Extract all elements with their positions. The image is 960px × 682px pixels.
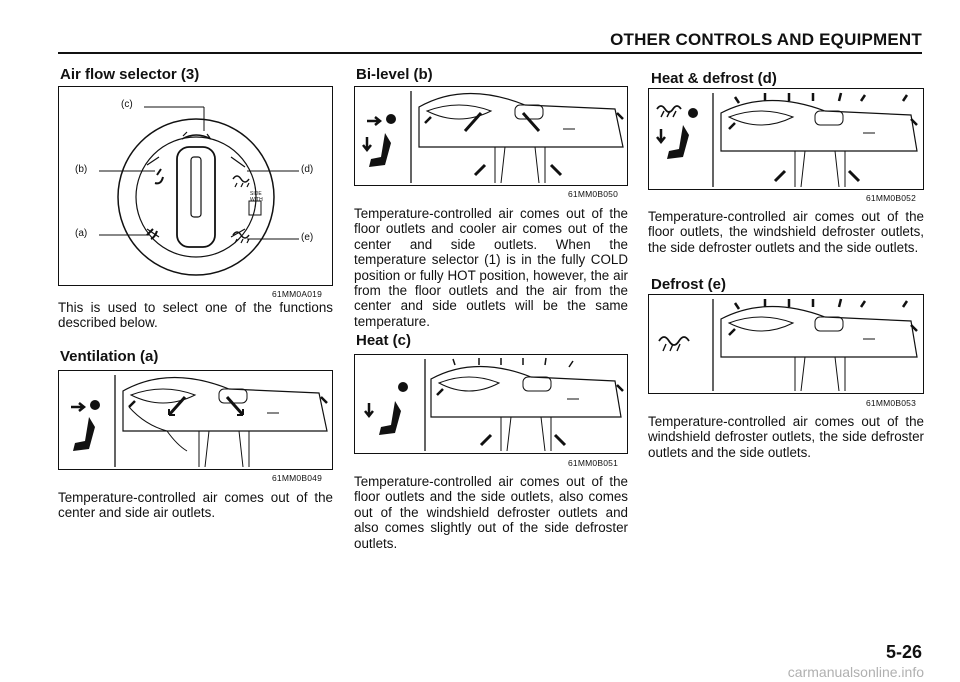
bilevel-description: Temperature-controlled air comes out of … bbox=[354, 206, 628, 329]
figure-code: 61MM0B051 bbox=[568, 458, 618, 468]
figure-code: 61MM0B049 bbox=[272, 473, 322, 483]
air-flow-knob-illustration bbox=[99, 106, 299, 276]
dashboard-illustration bbox=[658, 298, 918, 392]
figure-code: 61MM0B052 bbox=[866, 193, 916, 203]
heat-defrost-description: Temperature-controlled air comes out of … bbox=[648, 209, 924, 255]
figure-code: 61MM0B053 bbox=[866, 398, 916, 408]
bilevel-figure bbox=[354, 86, 628, 186]
label-a: (a) bbox=[75, 228, 88, 239]
dashboard-illustration bbox=[71, 375, 328, 468]
label-c: (c) bbox=[121, 99, 133, 110]
ventilation-description: Temperature-controlled air comes out of … bbox=[58, 490, 333, 521]
ventilation-heading: Ventilation (a) bbox=[60, 348, 159, 365]
air-flow-description: This is used to select one of the functi… bbox=[58, 300, 333, 331]
defrost-description: Temperature-controlled air comes out of … bbox=[648, 414, 924, 460]
air-flow-selector-figure: (c) (b) (d) (a) (e) SIDE WITH bbox=[58, 86, 333, 286]
label-b: (b) bbox=[75, 164, 88, 175]
heat-defrost-figure bbox=[648, 88, 924, 190]
figure-code: 61MM0A019 bbox=[272, 289, 322, 299]
page-header-title: OTHER CONTROLS AND EQUIPMENT bbox=[610, 30, 922, 49]
dashboard-illustration bbox=[656, 92, 918, 188]
ventilation-figure bbox=[58, 370, 333, 470]
air-flow-heading: Air flow selector (3) bbox=[60, 66, 200, 83]
header-rule bbox=[58, 52, 922, 54]
dashboard-illustration bbox=[362, 91, 624, 184]
watermark: carmanualsonline.info bbox=[787, 664, 924, 680]
heat-description: Temperature-controlled air comes out of … bbox=[354, 474, 628, 551]
heat-heading: Heat (c) bbox=[356, 332, 412, 349]
heat-figure bbox=[354, 354, 628, 454]
figure-code: 61MM0B050 bbox=[568, 189, 618, 199]
dashboard-illustration bbox=[364, 357, 624, 452]
label-e: (e) bbox=[301, 232, 314, 243]
page-number: 5-26 bbox=[885, 642, 922, 662]
defrost-figure bbox=[648, 294, 924, 394]
bilevel-heading: Bi-level (b) bbox=[356, 66, 433, 83]
knob-side-label: SIDE WITH bbox=[250, 191, 263, 203]
defrost-heading: Defrost (e) bbox=[651, 276, 727, 293]
label-d: (d) bbox=[301, 164, 314, 175]
heat-defrost-heading: Heat & defrost (d) bbox=[651, 70, 777, 87]
